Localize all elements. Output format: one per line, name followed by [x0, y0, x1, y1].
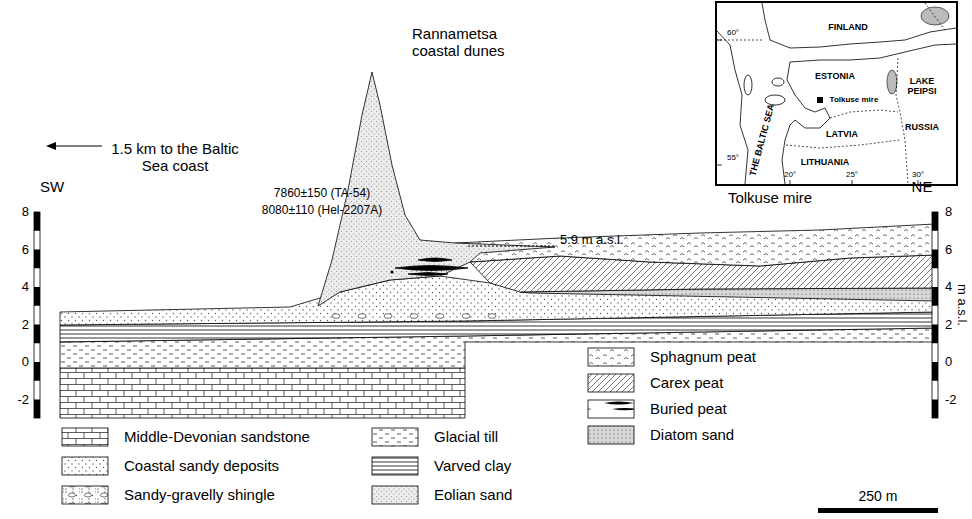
sample-point — [390, 270, 393, 273]
map-country: FINLAND — [828, 22, 868, 32]
axis-tick: 8 — [22, 205, 29, 220]
site-name: Tolkuse mire — [728, 189, 812, 206]
legend-label: Sandy-gravelly shingle — [124, 486, 275, 503]
axis-tick: 0 — [22, 355, 29, 370]
site-marker — [817, 97, 823, 103]
axis-title: m a.s.l. — [955, 284, 970, 326]
map-site: Tolkuse mire — [830, 95, 879, 104]
axis-tick: 4 — [945, 280, 952, 295]
map-graticule: 30° — [912, 170, 924, 179]
scale-label: 250 m — [859, 488, 898, 504]
direction-note: 1.5 km to the Baltic Sea coast — [111, 140, 239, 175]
legend-swatch — [588, 374, 634, 392]
feature-title: Rannametsa coastal dunes — [412, 25, 512, 60]
legend-swatch — [62, 428, 108, 446]
elevation-note: 5.9 m a.s.l. — [560, 233, 624, 248]
legend-label: Carex peat — [650, 374, 723, 391]
legend-swatch — [372, 428, 418, 446]
map-graticule: 55° — [727, 153, 739, 162]
level-line — [468, 246, 555, 247]
legend-swatch — [588, 348, 634, 366]
shingle-lens — [332, 314, 496, 319]
radiocarbon-date: 8080±110 (Hel-2207A) — [262, 204, 382, 218]
axis-tick: 0 — [945, 355, 952, 370]
legend-label: Buried peat — [650, 400, 727, 417]
buried-peat — [395, 258, 468, 276]
legend-swatch — [588, 426, 634, 444]
legend-label: Glacial till — [434, 428, 498, 445]
direction-arrow — [46, 142, 102, 150]
axis-bars — [34, 212, 938, 418]
map-graticule: 20° — [784, 170, 796, 179]
map-country: LATVIA — [826, 129, 858, 139]
map-country: RUSSIA — [905, 122, 939, 132]
legend-label: Coastal sandy deposits — [124, 457, 279, 474]
legend-label: Eolian sand — [434, 486, 512, 503]
axis-tick: -2 — [17, 392, 29, 407]
map-graticule: 25° — [846, 170, 858, 179]
axis-tick: 2 — [22, 317, 29, 332]
legend-label: Sphagnum peat — [650, 348, 756, 365]
legend-swatch — [62, 486, 108, 504]
axis-tick: 6 — [22, 242, 29, 257]
legend-label: Diatom sand — [650, 426, 734, 443]
legend-label: Varved clay — [434, 457, 511, 474]
sphagnum-peat-layer — [455, 224, 935, 266]
legend-swatch — [372, 486, 418, 504]
map-country: LITHUANIA — [801, 157, 850, 167]
orientation-label: SW — [40, 178, 64, 195]
axis-tick: 2 — [945, 317, 952, 332]
legend-label: Middle-Devonian sandstone — [124, 428, 310, 445]
axis-tick: 6 — [945, 242, 952, 257]
axis-tick: 8 — [945, 205, 952, 220]
orientation-label: NE — [912, 178, 933, 195]
legend-swatch — [62, 457, 108, 475]
map-graticule: 60° — [727, 28, 739, 37]
sandstone-layer — [60, 368, 465, 418]
radiocarbon-date: 7860±150 (TA-54) — [274, 187, 370, 201]
legend-swatch — [372, 457, 418, 475]
scale-bar — [818, 508, 938, 513]
axis-tick: 4 — [22, 280, 29, 295]
map-lake: LAKE PEIPSI — [902, 76, 942, 97]
legend-swatch — [588, 400, 634, 418]
inset-map — [716, 2, 957, 185]
map-country: ESTONIA — [815, 71, 855, 81]
axis-tick: -2 — [945, 392, 957, 407]
